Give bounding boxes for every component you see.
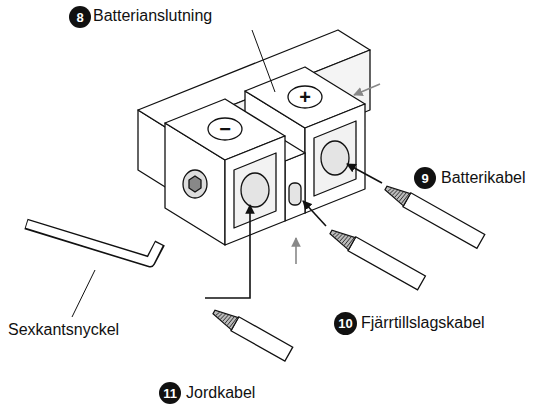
hex-key — [26, 224, 160, 262]
right-opening-frame — [314, 121, 356, 196]
cable — [213, 310, 293, 361]
callout-number: 8 — [69, 6, 91, 28]
minus-mark-ring — [208, 118, 242, 140]
part-name: Batterianslutning — [93, 6, 212, 26]
polarity-symbol: − — [219, 119, 231, 139]
ground-terminal-hole — [241, 173, 269, 207]
callout-number-text: 8 — [76, 11, 83, 24]
hex-socket-inner — [189, 176, 201, 192]
part-name: Sexkantsnyckel — [8, 320, 119, 340]
callout-number-text: 9 — [421, 172, 428, 185]
hex-socket — [183, 170, 207, 198]
leader-line — [252, 30, 275, 92]
part-name: Batterikabel — [441, 168, 526, 188]
insert-arrow — [303, 201, 326, 226]
release-arrow — [295, 238, 297, 264]
insert-arrow — [347, 164, 382, 183]
callout-number-text: 10 — [338, 317, 352, 330]
cable — [385, 186, 485, 248]
release-arrow — [354, 84, 380, 95]
insert-arrow — [205, 205, 250, 298]
battery-terminal-hole — [321, 141, 349, 175]
leader-line — [72, 270, 95, 317]
right-housing-front — [305, 104, 365, 213]
plus-mark-ring — [288, 86, 322, 108]
polarity-symbol: + — [299, 87, 311, 107]
callout-number: 9 — [414, 167, 436, 189]
remote-terminal-hole — [289, 183, 301, 205]
callout-number-text: 11 — [163, 387, 177, 400]
part-name: Fjärrtillslagskabel — [361, 313, 485, 333]
left-opening-frame — [234, 153, 276, 228]
callout-number: 11 — [159, 382, 181, 404]
callout-number: 10 — [334, 312, 357, 335]
cable — [330, 230, 425, 290]
part-name: Jordkabel — [186, 383, 255, 403]
left-housing-front — [225, 136, 285, 245]
middle-divider-front — [285, 153, 305, 221]
